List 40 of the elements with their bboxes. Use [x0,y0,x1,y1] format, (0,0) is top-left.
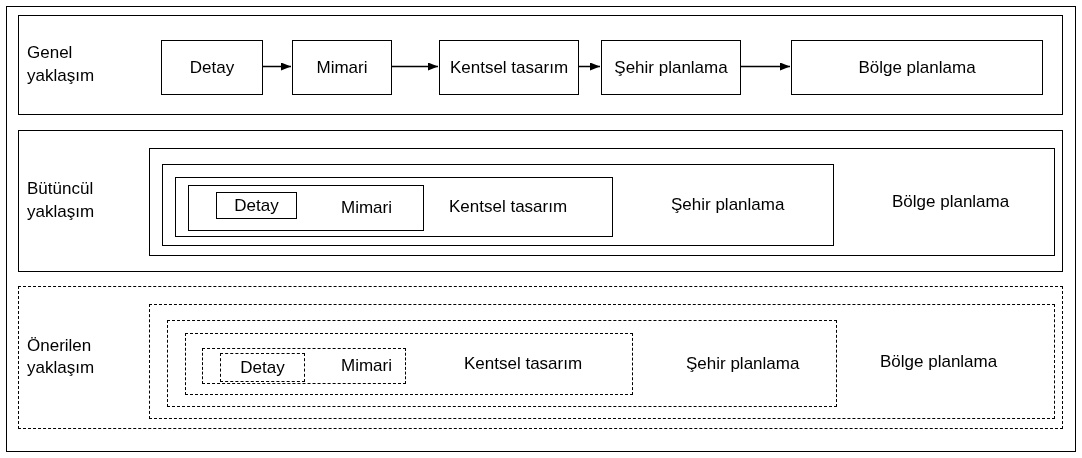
scale-box [149,304,1055,419]
approach-label: Önerilen yaklaşım [27,334,96,380]
scale-label: Detay [233,194,280,217]
scale-label: Kentsel tasarım [448,56,570,79]
scale-box [292,40,392,95]
scale-box [162,164,834,246]
scale-box [188,185,424,231]
approach-label: Genel yaklaşım [27,42,96,87]
scale-box [216,192,297,219]
scale-box [439,40,579,95]
scale-box [791,40,1043,95]
scale-label: Kentsel tasarım [464,353,583,375]
arrow [577,62,601,71]
arrow [261,62,292,71]
scale-box [175,177,613,237]
scale-label: Mimari [315,56,369,79]
scale-box [167,320,837,407]
approach-band [18,15,1063,115]
scale-box [149,148,1055,256]
scale-box [220,353,305,382]
approach-band [18,130,1063,272]
scale-box [161,40,263,95]
scale-box [202,348,406,384]
scale-label: Kentsel tasarım [449,196,568,218]
scale-label: Şehir planlama [613,56,729,79]
scale-label: Şehir planlama [671,194,785,216]
scale-label: Bölge planlama [892,191,1010,213]
scale-label: Mimari [341,355,392,377]
arrow [739,62,791,71]
scale-label: Mimari [341,197,392,219]
scale-label: Detay [239,356,286,379]
scale-box [601,40,741,95]
approach-label: Bütüncül yaklaşım [27,178,96,223]
scale-label: Şehir planlama [686,352,800,375]
scale-label: Bölge planlama [857,56,977,79]
scale-box [185,333,633,395]
scale-label: Detay [188,56,236,79]
scale-label: Bölge planlama [880,350,998,373]
arrow [390,62,439,71]
approach-band [18,286,1063,429]
